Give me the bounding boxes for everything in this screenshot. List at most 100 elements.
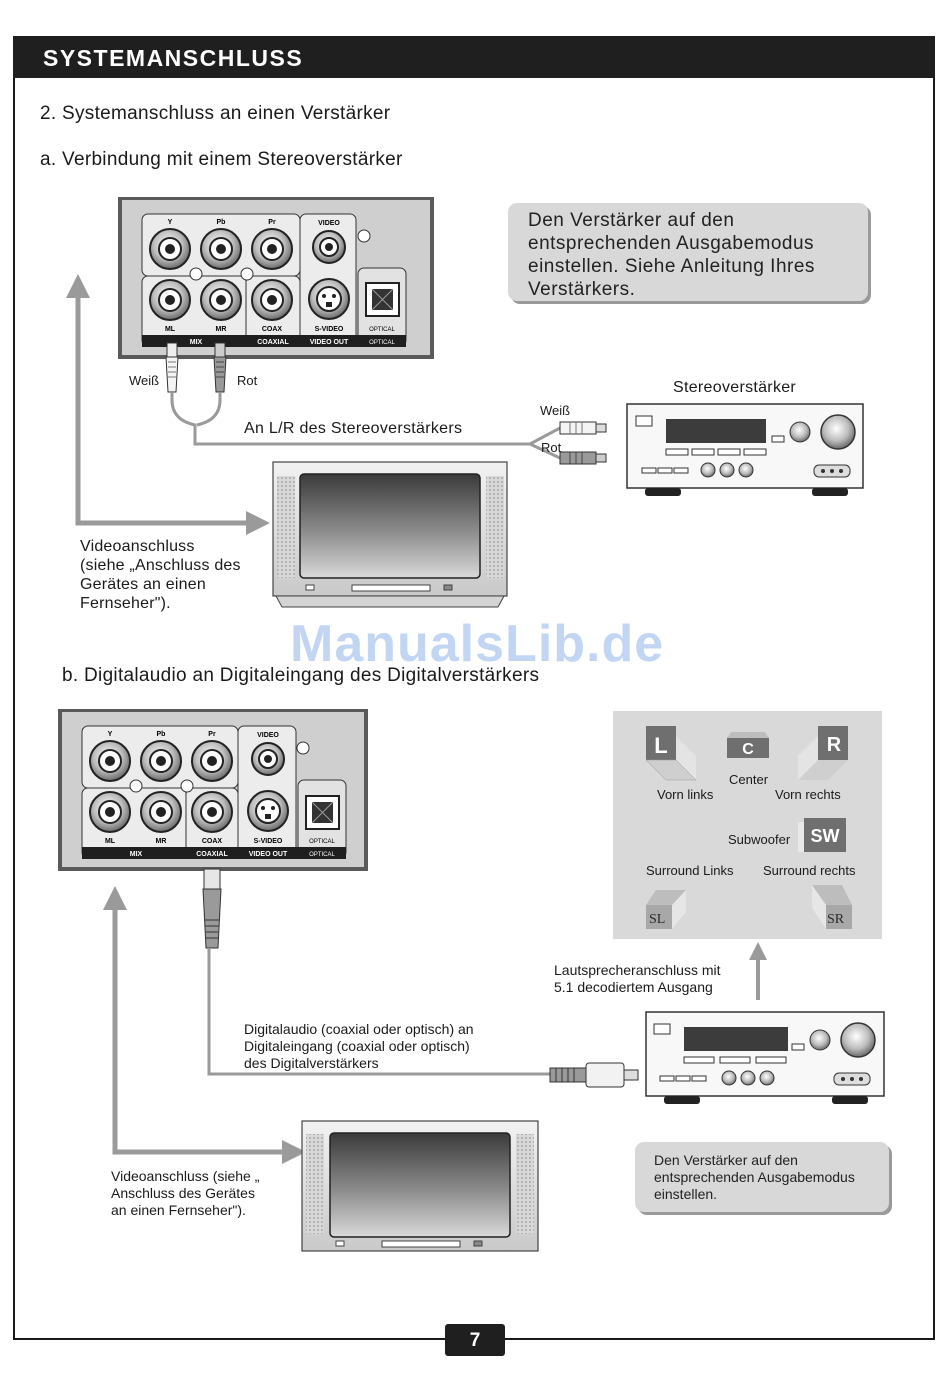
- jacks-a: [149, 228, 400, 321]
- label-coaxial: COAXIAL: [257, 339, 289, 346]
- speaker-arrow: [749, 942, 767, 1000]
- digital-note: Digitalaudio (coaxial oder optisch) an D…: [244, 1021, 474, 1072]
- jack-video-b: [251, 742, 285, 776]
- digital-note-line-1: Digitalaudio (coaxial oder optisch) an: [244, 1021, 474, 1037]
- speaker-note-line-1: Lautsprecheranschluss mit: [554, 962, 721, 978]
- speaker-r-icon: [798, 726, 848, 780]
- jacks-b: [89, 740, 340, 833]
- label-video-b: VIDEO: [257, 732, 279, 739]
- watermark: ManualsLib.de: [290, 615, 665, 673]
- label-coaxial-b: COAXIAL: [196, 851, 228, 858]
- label-white-b: Weiß: [540, 403, 571, 418]
- rca-plug-red-b: [559, 451, 607, 465]
- jack-svideo: [308, 278, 350, 320]
- panel-a-labels: Y Pb Pr VIDEO ML MR COAX S-VIDEO OPTICAL…: [165, 219, 396, 346]
- label-mr-b: MR: [156, 838, 167, 845]
- callout-a-line-4: Verstärkers.: [528, 279, 636, 300]
- label-red-b: Rot: [541, 440, 562, 455]
- label-pr: Pr: [268, 219, 276, 226]
- stereo-amp-label: Stereoverstärker: [673, 379, 797, 396]
- label-mr: MR: [216, 326, 227, 333]
- label-coax-b: COAX: [202, 838, 223, 845]
- label-pb-b: Pb: [157, 731, 166, 738]
- rca-plug-white-b: [559, 421, 607, 435]
- digital-note-line-3: des Digitalverstärkers: [244, 1055, 379, 1071]
- jack-svideo-b: [247, 790, 289, 832]
- callout-a: Den Verstärker auf den entsprechenden Au…: [508, 203, 868, 301]
- video-arrow-a: [66, 274, 270, 535]
- lr-connection-label: An L/R des Stereoverstärkers: [244, 420, 463, 437]
- label-ml: ML: [165, 326, 176, 333]
- callout-a-line-2: entsprechenden Ausgabemodus: [528, 233, 815, 254]
- label-optical-b: OPTICAL: [309, 852, 335, 858]
- label-center: Center: [729, 772, 769, 787]
- label-optical-top: OPTICAL: [369, 327, 395, 333]
- jack-pr-b: [191, 740, 233, 782]
- label-mix: MIX: [190, 339, 203, 346]
- jack-mr-b: [140, 791, 182, 833]
- jack-optical-b: [305, 795, 340, 830]
- label-pb: Pb: [217, 219, 226, 226]
- speaker-note: Lautsprecheranschluss mit 5.1 decodierte…: [554, 962, 721, 996]
- callout-b: Den Verstärker auf den entsprechenden Au…: [635, 1142, 889, 1212]
- label-optical-top-b: OPTICAL: [309, 839, 335, 845]
- jack-ml-b: [89, 791, 131, 833]
- jack-optical: [365, 282, 400, 317]
- speaker-sw-icon: [798, 818, 846, 852]
- callout-a-line-3: einstellen. Siehe Anleitung Ihres: [528, 256, 815, 277]
- panel-b-labels: Y Pb Pr VIDEO ML MR COAX S-VIDEO OPTICAL…: [105, 731, 336, 858]
- page-number-box: 7: [445, 1324, 505, 1356]
- stereo-amplifier: [626, 403, 864, 496]
- label-mix-b: MIX: [130, 851, 143, 858]
- speaker-note-line-2: 5.1 decodiertem Ausgang: [554, 979, 713, 995]
- label-svideo-b: S-VIDEO: [254, 838, 283, 845]
- digital-note-line-2: Digitaleingang (coaxial oder optisch): [244, 1038, 470, 1054]
- callout-b-line-2: entsprechenden Ausgabemodus: [654, 1169, 855, 1185]
- jack-y: [149, 228, 191, 270]
- part-a-title: a. Verbindung mit einem Stereoverstärker: [40, 149, 403, 170]
- label-red-a: Rot: [237, 373, 258, 388]
- jack-pb: [200, 228, 242, 270]
- speaker-r-letter: R: [827, 734, 842, 756]
- rear-panel-a: [118, 197, 434, 359]
- label-video: VIDEO: [318, 220, 340, 227]
- video-note-b-line-2: Anschluss des Gerätes: [111, 1185, 255, 1201]
- label-video-out-b: VIDEO OUT: [249, 851, 288, 858]
- jack-pr: [251, 228, 293, 270]
- callout-b-line-3: einstellen.: [654, 1186, 718, 1202]
- speaker-l-icon: [645, 726, 697, 781]
- label-surround-right: Surround rechts: [763, 863, 856, 878]
- page-header: SYSTEMANSCHLUSS: [13, 36, 935, 78]
- video-note-b-line-1: Videoanschluss (siehe „: [111, 1168, 260, 1184]
- label-front-left: Vorn links: [657, 787, 714, 802]
- tv-a: [272, 461, 508, 608]
- coax-plug-b: [202, 868, 222, 949]
- label-coax: COAX: [262, 326, 283, 333]
- label-ml-b: ML: [105, 838, 116, 845]
- jack-coax: [251, 279, 293, 321]
- speaker-l-letter: L: [654, 733, 667, 758]
- video-note-a-line-3: Gerätes an einen: [80, 576, 206, 593]
- speaker-panel: L C R SW SL SR: [613, 711, 882, 939]
- label-white-a: Weiß: [129, 373, 160, 388]
- part-b-title: b. Digitalaudio an Digitaleingang des Di…: [62, 665, 540, 686]
- rca-plug-red-a: [213, 342, 227, 393]
- speaker-sl-icon: [646, 890, 686, 929]
- video-note-b: Videoanschluss (siehe „ Anschluss des Ge…: [111, 1168, 259, 1219]
- label-surround-left: Surround Links: [646, 863, 734, 878]
- video-note-a-line-2: (siehe „Anschluss des: [80, 557, 241, 574]
- jack-coax-b: [191, 791, 233, 833]
- speaker-sw-letter: SW: [811, 826, 840, 846]
- label-y-b: Y: [108, 731, 113, 738]
- jack-mr: [200, 279, 242, 321]
- jack-ml: [149, 279, 191, 321]
- jack-y-b: [89, 740, 131, 782]
- speaker-c-icon: [727, 732, 769, 758]
- label-subwoofer: Subwoofer: [728, 832, 791, 847]
- header-title: SYSTEMANSCHLUSS: [43, 45, 304, 71]
- label-video-out: VIDEO OUT: [310, 339, 349, 346]
- video-note-a: Videoanschluss (siehe „Anschluss des Ger…: [80, 537, 241, 613]
- video-note-b-line-3: an einen Fernseher").: [111, 1202, 246, 1218]
- label-optical: OPTICAL: [369, 340, 395, 346]
